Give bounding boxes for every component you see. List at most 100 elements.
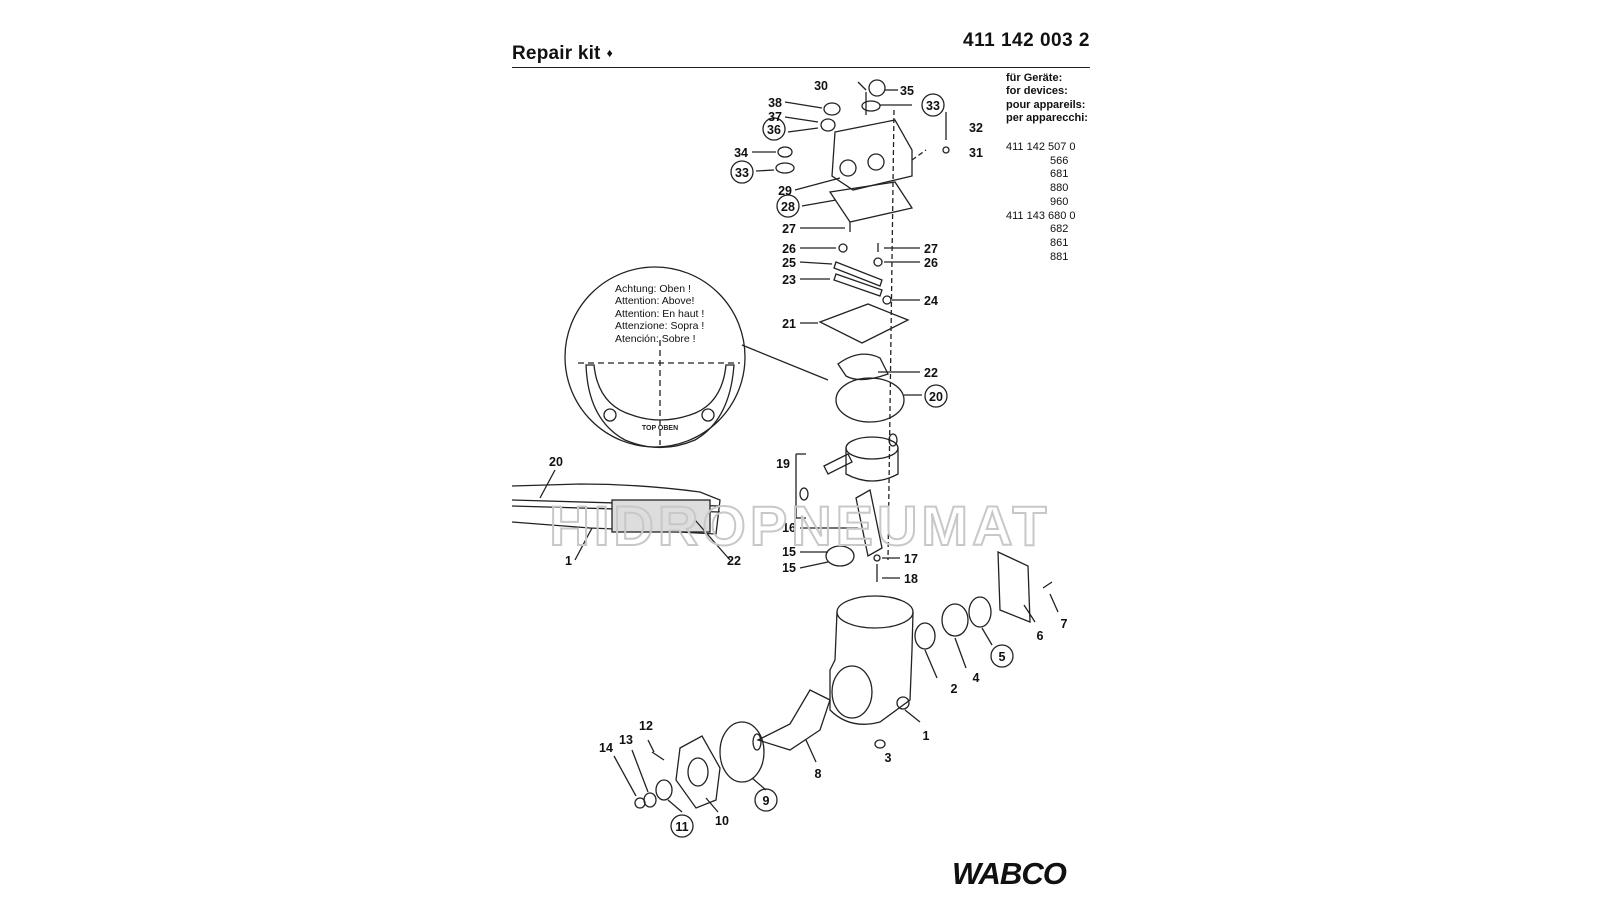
valve-reed-25 [833,261,883,287]
devices-heading-de: für Geräte: [1006,72,1063,84]
leader [705,797,719,813]
leader [1049,593,1059,613]
crank-opening [831,665,873,719]
device-item: 881 [1050,250,1069,263]
devices-heading-en: for devices: [1006,85,1068,98]
piston-19 [845,448,899,482]
head-gasket [828,181,914,223]
callout-26b: 26 [924,256,938,270]
leader [954,637,967,669]
washer-13 [643,792,657,808]
leader [631,749,649,793]
circlip-b [799,487,809,501]
callout-11: 11 [675,820,688,834]
callout-ring-33b [730,160,754,184]
flange-bore [687,757,709,787]
note-line-it: Attenzione: Sopra ! [615,320,705,333]
head-port [867,153,885,171]
wabco-logo: WABCO [952,856,1067,891]
callout-20: 20 [929,390,943,404]
seal-36 [820,118,836,132]
callout-26a: 26 [782,242,796,256]
callout-4: 4 [973,671,980,685]
nut-17 [873,554,881,562]
callout-34: 34 [734,146,748,160]
part-number: 411 142 003 2 [963,30,1090,51]
callout-38: 38 [768,96,782,110]
callout-9: 9 [763,794,770,808]
leader [794,177,841,191]
callout-ring-5 [990,644,1014,668]
device-item: 960 [1050,195,1069,208]
page-title: Repair kit ♦ [512,43,613,65]
gasket-hole [603,408,617,422]
seal-33 [861,100,881,112]
washer-26 [838,243,848,253]
leader [805,739,817,763]
flange-10 [675,735,721,809]
gasket-20 [835,377,905,423]
kit-marker: ♦ [606,46,613,60]
plug-34 [777,146,793,158]
leader [574,527,593,561]
callout-18: 18 [904,572,918,586]
leader [799,261,833,265]
plug-3 [874,739,886,749]
o-ring-9 [719,721,765,783]
cover-6 [997,550,1031,623]
callout-10: 10 [715,814,729,828]
callout-1: 1 [923,729,930,743]
pin-24 [882,295,892,305]
cylinder-bore [836,595,914,629]
bearing-15 [825,545,855,567]
callout-13: 13 [619,733,633,747]
callout-8: 8 [815,767,822,781]
callout-33a: 33 [926,99,940,113]
screw-7 [1042,581,1053,589]
screw-12 [651,751,665,761]
callout-36: 36 [767,123,781,137]
gasket-22 [837,353,889,381]
callout-21: 21 [782,317,796,331]
gasket-stamp: TOP OBEN [642,425,678,432]
callout-ring-28 [776,194,800,218]
device-item: 411 142 507 0 [1006,141,1076,153]
callout-16: 16 [782,521,796,535]
callout-12: 12 [639,719,653,733]
leader [539,469,556,499]
callout-2: 2 [951,682,958,696]
crankcase-boss [896,696,910,710]
o-ring-5 [968,596,992,628]
assembly-axis-2 [911,149,927,161]
seal-4 [941,603,969,637]
detail-callout-1: 1 [565,554,572,568]
assembly-axis [887,109,895,561]
device-item: 682 [1050,223,1069,236]
callout-23: 23 [782,273,796,287]
orientation-note: Achtung: Oben ! Attention: Above! Attent… [615,283,704,345]
callout-ring-33a [921,93,945,117]
callout-3: 3 [885,751,892,765]
device-item: 411 143 680 0 [1006,209,1076,222]
section-hatch [611,499,711,533]
callout-ring-36 [762,117,786,141]
leader [799,561,829,569]
device-item: 681 [1050,168,1069,181]
con-rod-16 [855,488,883,558]
callout-17: 17 [904,552,918,566]
note-line-de: Achtung: Oben ! [615,283,691,295]
leader [751,777,767,791]
devices-heading-it: per apparecchi: [1006,111,1088,124]
leader [755,169,775,172]
header-rule [512,67,1090,68]
plug-35 [868,79,886,97]
leader [613,755,637,797]
callout-19: 19 [776,457,790,471]
leader [784,116,819,123]
callout-6: 6 [1037,629,1044,643]
note-line-fr: Attention: En haut ! [615,307,705,320]
seal-11 [655,779,673,801]
title-text: Repair kit [512,43,601,64]
crankshaft-8 [756,689,831,751]
